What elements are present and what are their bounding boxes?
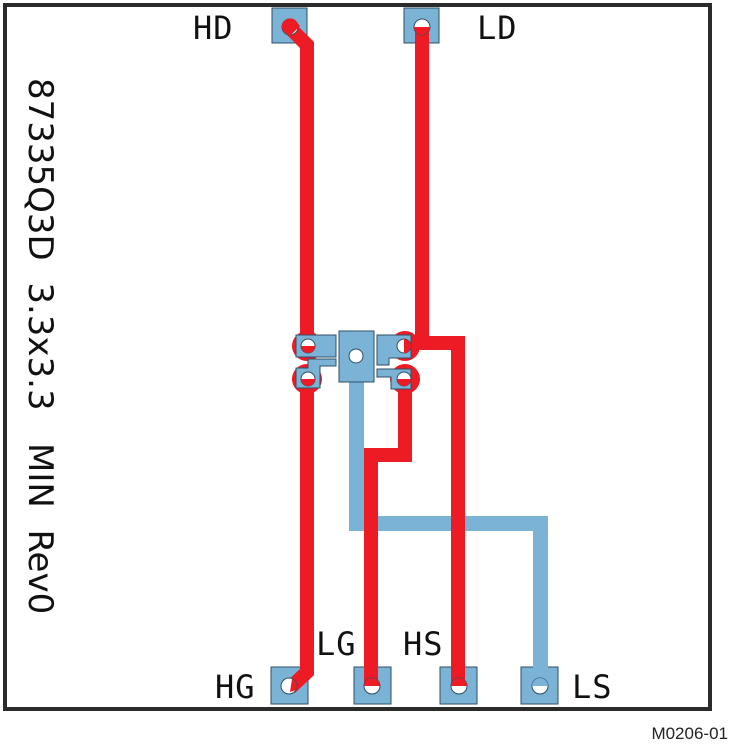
board-outline [3, 3, 712, 711]
connector-drills [280, 18, 549, 695]
board-part-label: 87335Q3D 3.3x3.3 MIN Rev0 [20, 78, 60, 615]
pin-label-hd: HD [193, 9, 234, 47]
pin-label-ls: LS [572, 668, 613, 706]
pin-label-lg: LG [316, 625, 357, 663]
pin-label-ld: LD [477, 9, 518, 47]
pin-label-hs: HS [403, 625, 444, 663]
figure-id: M0206-01 [651, 724, 728, 743]
device-vias [300, 338, 412, 387]
pin-label-hg: HG [215, 668, 256, 706]
bottom-copper-traces [349, 380, 548, 681]
